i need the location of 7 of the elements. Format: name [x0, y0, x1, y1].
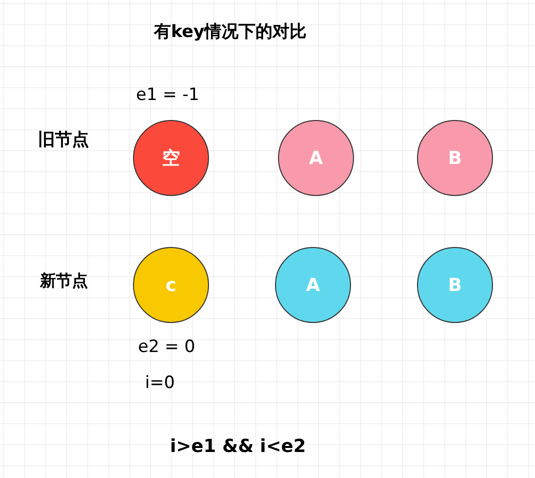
row-label: 旧节点	[38, 129, 89, 151]
title: 有key情况下的对比	[154, 21, 306, 43]
row-label: 新节点	[40, 271, 88, 292]
variable-label: e1 = -1	[136, 85, 200, 105]
variable-label: e2 = 0	[138, 337, 196, 357]
variable-label: i=0	[145, 373, 175, 393]
condition-label: i>e1 && i<e2	[170, 436, 306, 457]
